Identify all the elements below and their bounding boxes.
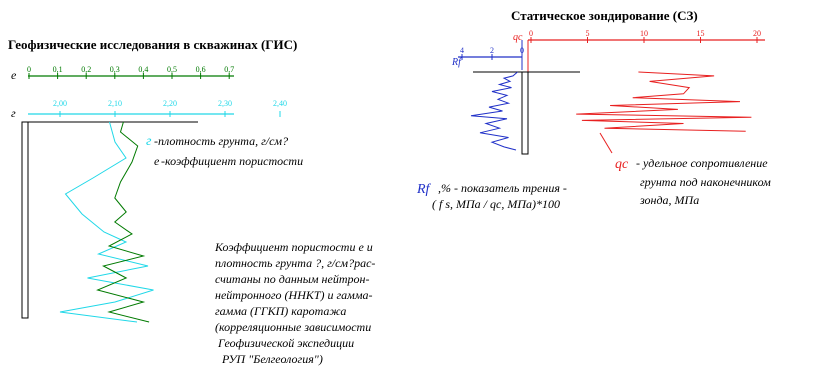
qc-axis-label: qc	[513, 32, 523, 43]
qc-legend-line-3: зонда, МПа	[639, 193, 699, 207]
e-tick-label-0: 0	[27, 65, 31, 74]
r-tick-label-3: 2,30	[218, 99, 232, 108]
e-axis-ticks: 0 0,1 0,2 0,3 0,4 0,5 0,6 0,7	[27, 65, 234, 79]
qc-legend-line-2: грунта под наконечником	[640, 175, 771, 189]
rf-curve	[470, 71, 518, 151]
cz-title: Статическое зондирование (СЗ)	[511, 8, 698, 23]
e-tick-label-7: 0,7	[224, 65, 234, 74]
qc-legend-symbol: qc	[615, 157, 629, 172]
e-tick-label-6: 0,6	[196, 65, 206, 74]
r-tick-label-1: 2,10	[108, 99, 122, 108]
gis-title: Геофизические исследования в скважинах (…	[8, 37, 297, 52]
qc-tick-label-3: 15	[697, 29, 705, 38]
note-line-5: гамма (ГГКП) каротажа	[215, 304, 346, 318]
e-tick-label-1: 0,1	[53, 65, 63, 74]
rf-axis-ticks: 4 2 0	[460, 46, 524, 60]
qc-tick-label-2: 10	[640, 29, 648, 38]
note-line-2: плотность грунта ?, г/см?рас-	[215, 256, 375, 270]
rf-tick-label-1: 2	[490, 46, 494, 55]
qc-tick-label-0: 0	[529, 29, 533, 38]
note-line-3: считаны по данным нейтрон-	[215, 272, 369, 286]
e-tick-label-4: 0,4	[138, 65, 148, 74]
note-line-8: РУП "Белгеология")	[221, 352, 323, 366]
e-tick-label-5: 0,5	[167, 65, 177, 74]
density-legend: -плотность грунта, г/см?	[154, 134, 288, 148]
cz-probe	[521, 71, 529, 155]
rf-tick-label-2: 0	[520, 46, 524, 55]
rf-legend-symbol: Rf	[416, 182, 432, 197]
r-axis-label: г	[11, 106, 16, 120]
rf-axis-label: Rf	[451, 57, 462, 68]
r-tick-label-0: 2,00	[53, 99, 67, 108]
r-tick-label-4: 2,40	[273, 99, 287, 108]
density-legend-symbol: г	[146, 134, 152, 149]
qc-axis-ticks: 0 5 10 15 20	[529, 29, 761, 43]
qc-tick-label-1: 5	[586, 29, 590, 38]
rf-tick-label-0: 4	[460, 46, 464, 55]
qc-leader-line	[599, 132, 613, 154]
note-line-4: нейтронного (ННКТ) и гамма-	[215, 288, 373, 302]
e-axis-label: e	[11, 68, 17, 82]
rf-legend-line-1: ,% - показатель трения -	[438, 181, 567, 195]
gis-well	[21, 121, 29, 319]
gis-note: Коэффициент пористости e и плотность гру…	[214, 240, 375, 366]
note-line-6: (корреляционные зависимости	[215, 320, 371, 334]
e-tick-label-3: 0,3	[110, 65, 120, 74]
porosity-legend: -коэффициент пористости	[161, 154, 303, 168]
qc-tick-label-4: 20	[753, 29, 761, 38]
porosity-curve	[96, 121, 150, 323]
qc-legend-line-1: - удельное сопротивление	[636, 156, 768, 170]
note-line-1: Коэффициент пористости e и	[214, 240, 373, 254]
r-tick-label-2: 2,20	[163, 99, 177, 108]
note-line-7: Геофизической экспедиции	[217, 336, 354, 350]
porosity-legend-symbol: e	[154, 154, 160, 168]
e-tick-label-2: 0,2	[81, 65, 91, 74]
rf-legend-line-2: ( f s, МПа / qc, МПа)*100	[432, 197, 560, 211]
qc-curve	[576, 71, 752, 132]
r-axis-ticks: 2,00 2,10 2,20 2,30 2,40	[53, 99, 287, 117]
